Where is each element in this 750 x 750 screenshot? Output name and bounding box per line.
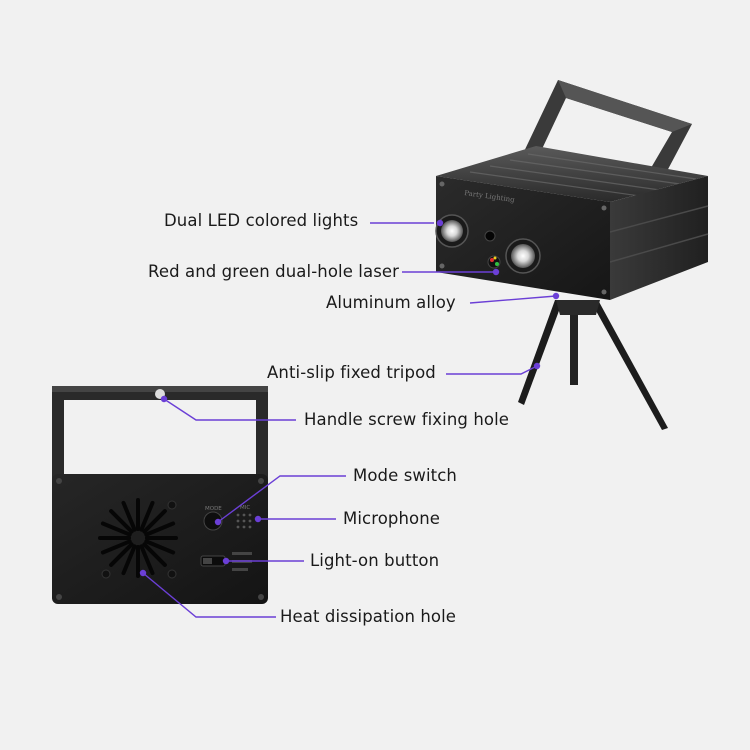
heat-slot (139, 500, 155, 532)
rear-view: MODE MIC (52, 386, 268, 604)
heat-fins (469, 153, 697, 197)
label-tripod: Anti-slip fixed tripod (267, 363, 436, 382)
microphone-holes (236, 513, 252, 529)
heat-slot (144, 521, 176, 537)
leader-lines (142, 222, 557, 618)
heat-slot (109, 509, 134, 534)
label-microphone: Microphone (343, 509, 441, 528)
tripod (518, 300, 668, 430)
label-dual-led: Dual LED colored lights (164, 211, 359, 230)
mic-label: MIC (240, 505, 250, 511)
heat-slot (100, 521, 132, 537)
label-handle-screw: Handle screw fixing hole (304, 410, 510, 429)
label-mode-switch: Mode switch (353, 466, 457, 485)
heat-slot (109, 542, 134, 567)
led-light-left (435, 214, 469, 248)
heat-slot (142, 542, 167, 567)
heat-dissipation-slots (98, 498, 178, 578)
mode-label: MODE (205, 506, 222, 512)
device-top (436, 146, 708, 202)
heat-slot (121, 500, 137, 532)
device-side (610, 176, 708, 300)
laser-holes (484, 230, 501, 269)
device-front (436, 176, 610, 300)
heat-slot (100, 539, 132, 555)
label-heat: Heat dissipation hole (280, 607, 457, 626)
mode-button (203, 511, 223, 531)
label-aluminum: Aluminum alloy (326, 293, 456, 312)
heat-slot (142, 509, 167, 534)
led-light-right (505, 238, 541, 274)
label-light-on: Light-on button (310, 551, 440, 570)
heat-slot (139, 544, 155, 576)
leader-dots (139, 219, 560, 577)
heat-slot (144, 539, 176, 555)
heat-slot (121, 544, 137, 576)
label-laser: Red and green dual-hole laser (148, 262, 400, 281)
